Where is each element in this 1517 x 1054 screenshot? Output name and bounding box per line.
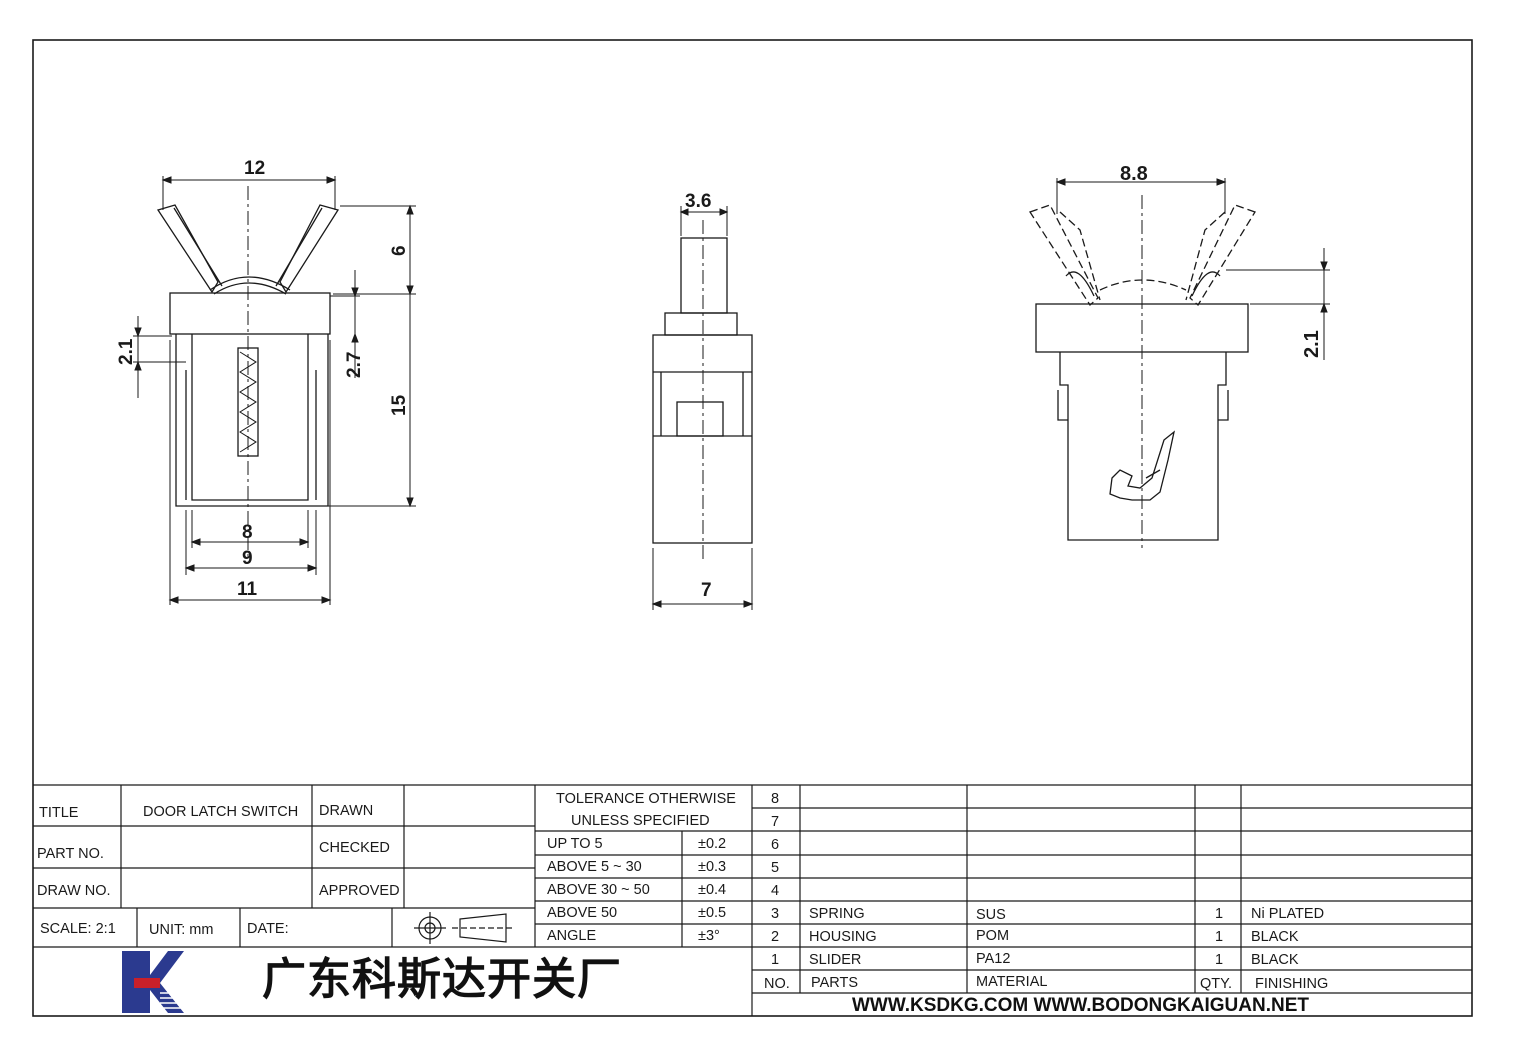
bom-row-part: HOUSING [809, 929, 877, 945]
tolerance-range: ABOVE 30 ~ 50 [547, 882, 650, 898]
bom-row-no: 5 [771, 860, 780, 876]
dim-12: 12 [244, 158, 265, 179]
dim-2-1-right: 2.1 [1301, 330, 1323, 358]
tolerance-range: UP TO 5 [547, 836, 603, 852]
bom-header-no: NO. [764, 976, 790, 992]
dim-7: 7 [701, 580, 712, 601]
bom-header-finishing: FINISHING [1255, 976, 1329, 992]
dim-15: 15 [389, 394, 410, 416]
tolerance-header-2: UNLESS SPECIFIED [571, 813, 710, 829]
unit-label: UNIT: mm [149, 922, 214, 938]
tolerance-range: ABOVE 5 ~ 30 [547, 859, 642, 875]
dim-2-1-front: 2.1 [116, 338, 137, 365]
dim-9: 9 [242, 548, 253, 569]
bom-row-no: 8 [771, 791, 780, 807]
bom-row-no: 2 [771, 929, 780, 945]
tolerance-header-1: TOLERANCE OTHERWISE [556, 791, 736, 807]
company-logo-icon [122, 951, 184, 1013]
dim-6: 6 [389, 245, 410, 256]
checked-label: CHECKED [319, 840, 390, 856]
draw-no-label: DRAW NO. [37, 883, 111, 899]
date-label: DATE: [247, 921, 289, 937]
dim-11: 11 [237, 579, 258, 600]
bom-row-material: PA12 [976, 951, 1011, 967]
bom-row-finishing: BLACK [1251, 952, 1299, 968]
dim-3-6: 3.6 [685, 191, 711, 212]
bom-row-material: POM [976, 928, 1010, 944]
bom-row-no: 7 [771, 814, 780, 830]
bom-row-no: 3 [771, 906, 780, 922]
bom-header-parts: PARTS [811, 975, 859, 991]
scale-label: SCALE: 2:1 [40, 921, 116, 937]
approved-label: APPROVED [319, 883, 400, 899]
company-name: 广东科斯达开关厂 [262, 954, 622, 1005]
bom-row-finishing: Ni PLATED [1251, 906, 1325, 922]
tolerance-range: ABOVE 50 [547, 905, 618, 921]
bom-row-no: 6 [771, 837, 780, 853]
bom-row-material: SUS [976, 907, 1006, 923]
website-links: WWW.KSDKG.COM WWW.BODONGKAIGUAN.NET [852, 995, 1310, 1016]
tolerance-value: ±0.5 [698, 905, 727, 921]
dim-8: 8 [242, 522, 253, 543]
bom-row-qty: 1 [1215, 952, 1224, 968]
title-value: DOOR LATCH SWITCH [143, 804, 299, 820]
bom-header-material: MATERIAL [976, 974, 1048, 990]
bom-row-qty: 1 [1215, 929, 1224, 945]
dim-8-8: 8.8 [1120, 163, 1148, 185]
right-view-dimensions: 8.8 2.1 [1055, 163, 1330, 360]
tolerance-value: ±0.2 [698, 836, 727, 852]
part-no-label: PART NO. [37, 846, 104, 862]
front-view-dimensions: 12 6 15 2.7 2.1 8 9 11 [116, 158, 416, 605]
tolerance-range: ANGLE [547, 928, 597, 944]
side-view-dimensions: 3.6 7 [651, 191, 754, 610]
tolerance-value: ±0.3 [698, 859, 727, 875]
bom-row-part: SLIDER [809, 952, 862, 968]
bom-row-no: 4 [771, 883, 780, 899]
bom-row-part: SPRING [809, 906, 865, 922]
bom-header-qty: QTY. [1200, 976, 1232, 992]
drawn-label: DRAWN [319, 803, 374, 819]
bom-row-qty: 1 [1215, 906, 1224, 922]
tolerance-value: ±0.4 [698, 882, 727, 898]
projection-symbol-icon [414, 912, 514, 944]
title-block-grid [33, 784, 1472, 1016]
tolerance-value: ±3° [698, 928, 720, 944]
front-view [156, 186, 340, 560]
right-view [1029, 195, 1256, 548]
bom-row-no: 1 [771, 952, 780, 968]
title-label: TITLE [39, 805, 79, 821]
dim-2-7: 2.7 [344, 352, 365, 378]
bom-row-finishing: BLACK [1251, 929, 1299, 945]
side-view [652, 220, 753, 560]
